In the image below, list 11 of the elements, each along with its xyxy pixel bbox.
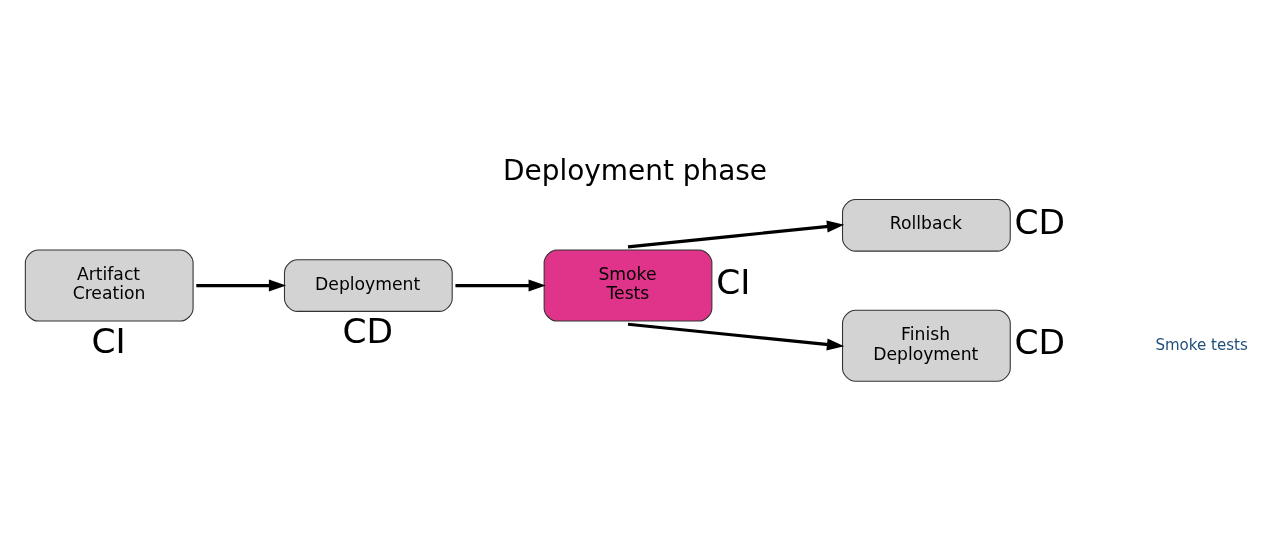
arrow	[627, 220, 845, 248]
node-label: CD	[342, 310, 394, 351]
node-label: CI	[91, 320, 126, 361]
arrow	[455, 279, 546, 292]
caption: Smoke tests	[1155, 335, 1248, 354]
arrow	[627, 322, 845, 351]
node-label: CD	[1014, 321, 1066, 362]
diagram-title: Deployment phase	[502, 153, 768, 187]
node-label: CD	[1014, 201, 1066, 242]
node-label: CI	[716, 261, 751, 302]
arrow	[196, 279, 287, 292]
